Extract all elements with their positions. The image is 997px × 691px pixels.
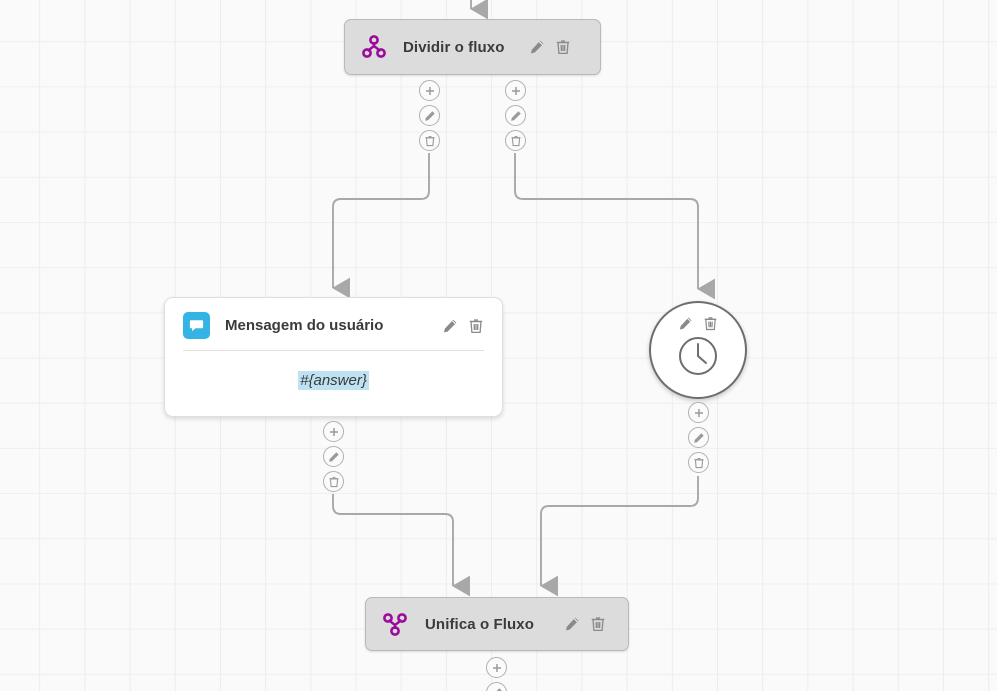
add-node-button[interactable]	[486, 657, 507, 678]
port-buttons-split-right[interactable]	[505, 80, 526, 151]
node-header-actions-split[interactable]	[529, 39, 572, 56]
split-flow-icon	[361, 34, 387, 60]
node-title-split: Dividir o fluxo	[403, 38, 505, 56]
trash-icon[interactable]	[688, 452, 709, 473]
node-header-actions-merge[interactable]	[563, 616, 606, 633]
edit-icon[interactable]	[419, 105, 440, 126]
trash-icon[interactable]	[419, 130, 440, 151]
merge-flow-icon	[382, 611, 408, 637]
trash-icon[interactable]	[467, 317, 484, 334]
edge-split-to-message	[332, 153, 430, 299]
node-unifica-o-fluxo[interactable]: Unifica o Fluxo	[365, 597, 629, 651]
add-node-button[interactable]	[505, 80, 526, 101]
edit-icon[interactable]	[688, 427, 709, 448]
edit-icon[interactable]	[529, 39, 546, 56]
node-title-merge: Unifica o Fluxo	[425, 615, 535, 633]
node-pill-split[interactable]: Dividir o fluxo	[344, 19, 601, 75]
edge-delay-to-merge	[540, 476, 699, 597]
card-body: #{answer}	[165, 351, 502, 416]
edit-icon[interactable]	[441, 317, 458, 334]
trash-icon[interactable]	[589, 616, 606, 633]
clock-icon	[676, 334, 720, 383]
chat-bubble-icon	[183, 312, 210, 339]
edit-icon[interactable]	[323, 446, 344, 467]
node-delay[interactable]	[649, 301, 747, 399]
edit-icon[interactable]	[505, 105, 526, 126]
edit-icon[interactable]	[563, 616, 580, 633]
port-buttons-merge[interactable]	[486, 657, 507, 691]
port-buttons-message[interactable]	[323, 421, 344, 492]
edit-icon[interactable]	[486, 682, 507, 691]
node-circle-delay[interactable]	[649, 301, 747, 399]
trash-icon[interactable]	[702, 315, 719, 332]
node-pill-merge[interactable]: Unifica o Fluxo	[365, 597, 629, 651]
add-node-button[interactable]	[688, 402, 709, 423]
card-header-actions[interactable]	[441, 317, 484, 334]
add-node-button[interactable]	[323, 421, 344, 442]
circle-header-actions[interactable]	[677, 315, 719, 332]
add-node-button[interactable]	[419, 80, 440, 101]
node-dividir-o-fluxo[interactable]: Dividir o fluxo	[344, 19, 601, 75]
edge-message-to-merge	[332, 494, 471, 597]
card-header: Mensagem do usuário	[165, 298, 502, 339]
answer-token: #{answer}	[298, 371, 369, 390]
card-divider	[183, 350, 484, 351]
trash-icon[interactable]	[505, 130, 526, 151]
trash-icon[interactable]	[555, 39, 572, 56]
edit-icon[interactable]	[677, 315, 694, 332]
node-card-message[interactable]: Mensagem do usuário	[164, 297, 503, 417]
card-title-message: Mensagem do usuário	[225, 317, 384, 334]
node-mensagem-do-usuario[interactable]: Mensagem do usuário	[164, 297, 503, 417]
port-buttons-delay[interactable]	[688, 402, 709, 473]
trash-icon[interactable]	[323, 471, 344, 492]
edge-split-to-delay	[514, 153, 716, 300]
port-buttons-split-left[interactable]	[419, 80, 440, 151]
